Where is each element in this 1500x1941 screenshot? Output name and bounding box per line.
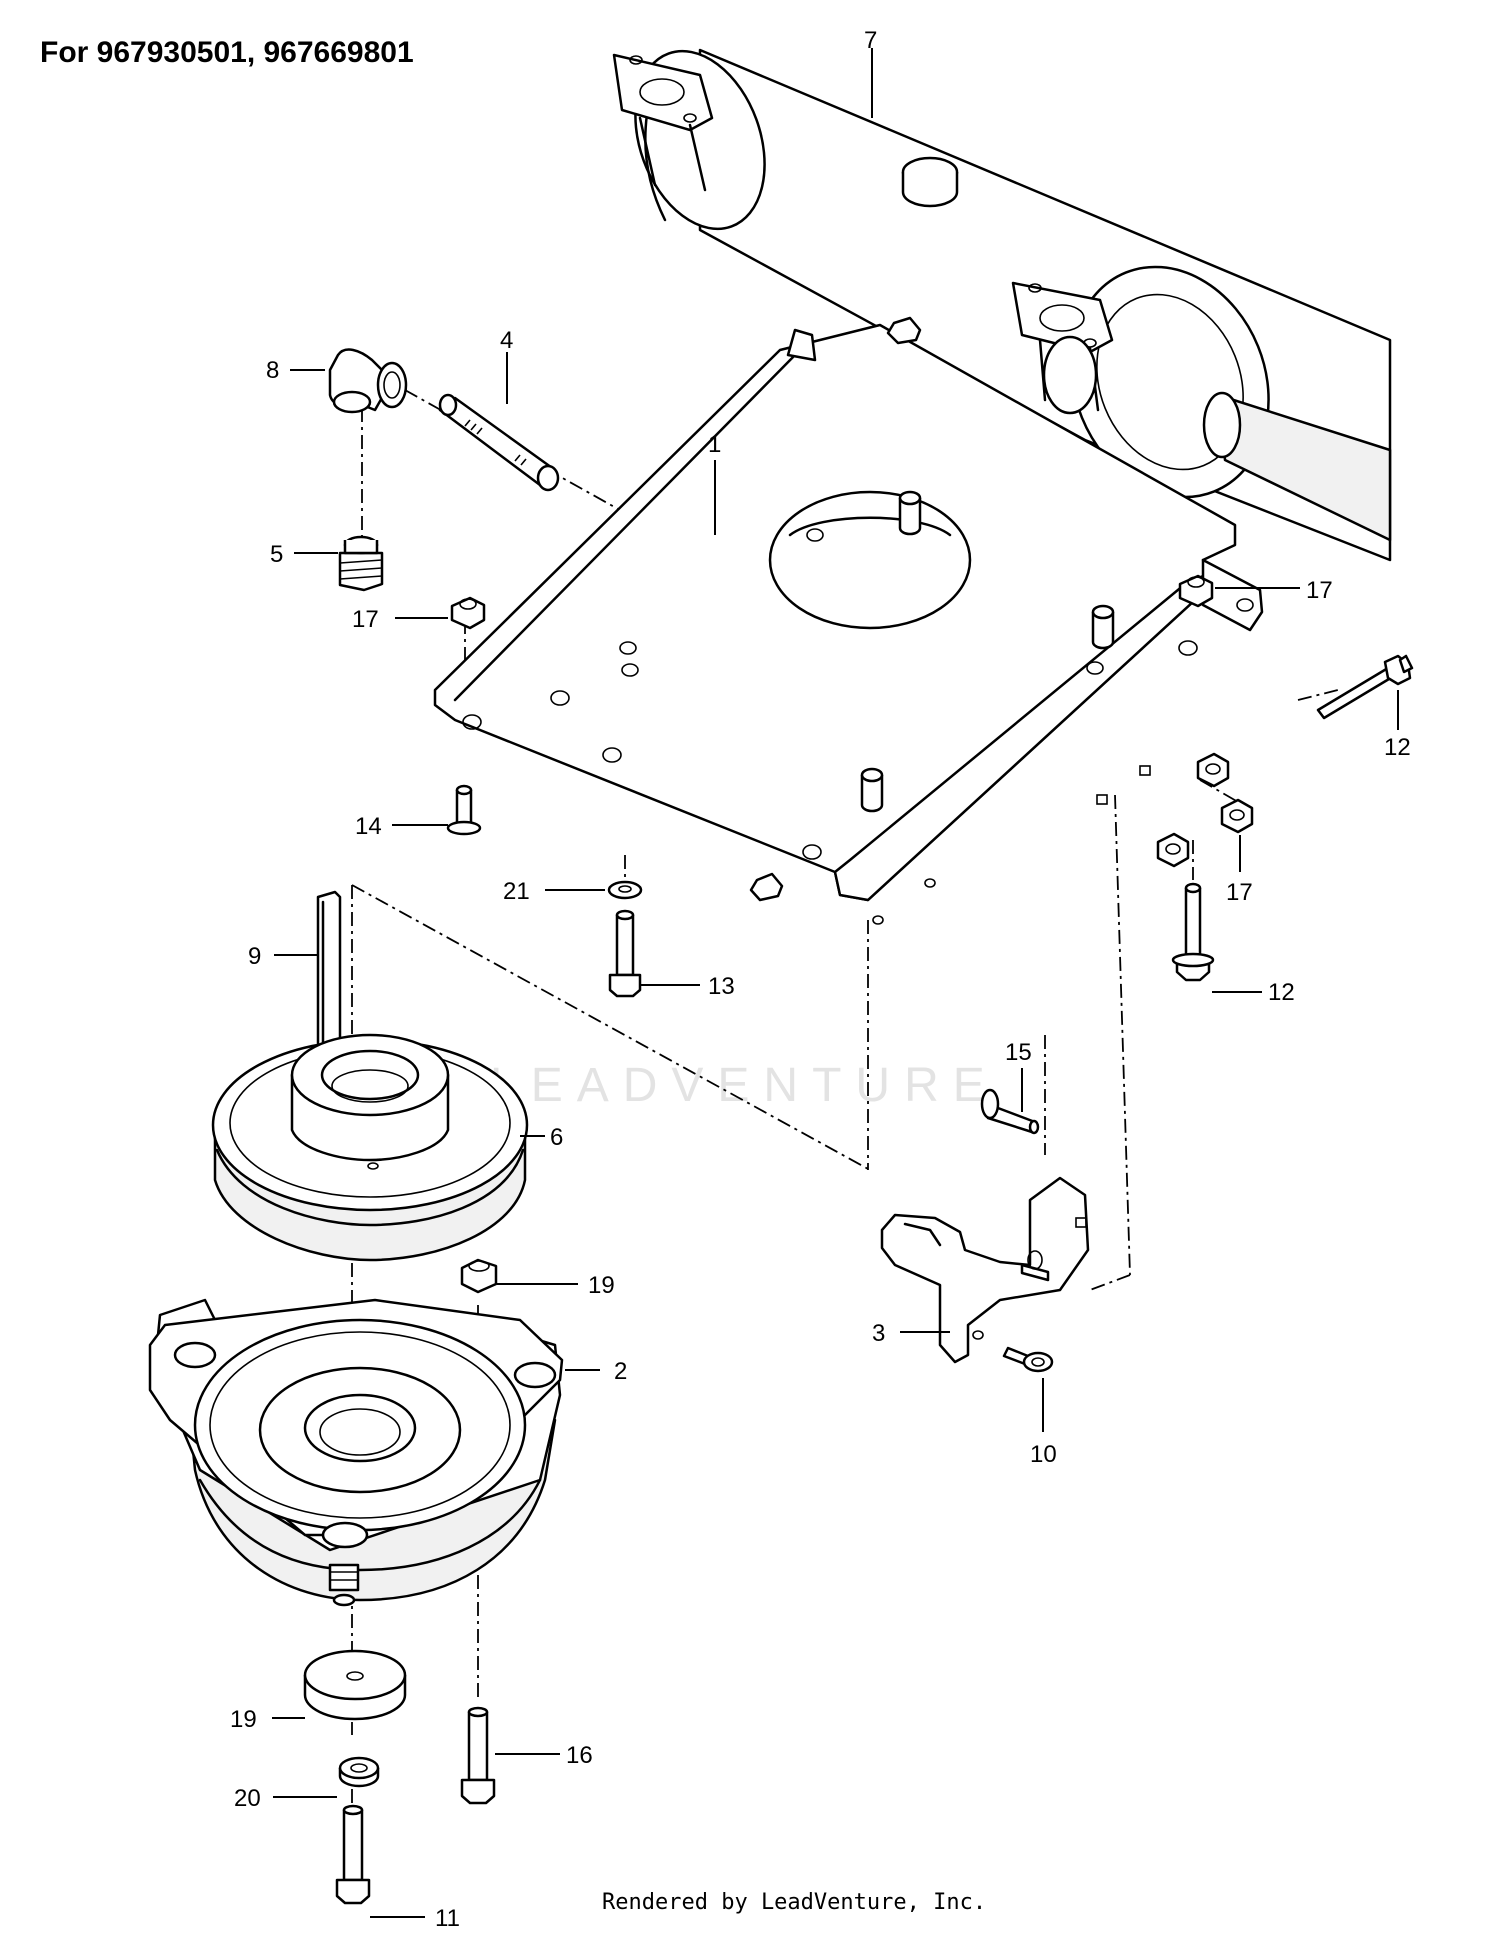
callout-14: 16 [566,1742,593,1769]
mounting-plate [433,316,1264,925]
footer-credit: Rendered by LeadVenture, Inc. [602,1890,987,1915]
callout-17a: 17 [352,606,379,633]
pipe-plug [338,535,384,592]
callout-7: 7 [864,27,877,54]
callout-4: 4 [500,327,513,354]
bolt-14 [460,1706,496,1805]
elbow-fitting [328,348,408,414]
callout-20: 20 [234,1785,261,1812]
callout-12b: 12 [1268,979,1295,1006]
nut-17d [1220,798,1254,834]
page-title: For 967930501, 967669801 [40,36,414,69]
key-9 [316,890,342,1057]
bolt-12-vertical [1171,882,1215,982]
washer-20 [338,1756,380,1788]
callout-9: 9 [248,943,261,970]
bolt-13 [608,909,642,998]
callout-3: 3 [872,1320,885,1347]
screw-10 [1002,1346,1054,1373]
callout-8: 8 [266,357,279,384]
bracket [880,1176,1090,1364]
callout-labels: 7 4 1 8 5 17 17 12 17 12 14 21 13 9 6 19… [230,27,1411,1932]
callout-11: 11 [435,1905,460,1932]
callout-13: 13 [708,973,735,1000]
pipe-nipple [438,393,560,492]
callout-16: 15 [1005,1039,1032,1066]
callout-10: 10 [1030,1441,1057,1468]
washer-19 [303,1649,407,1721]
callout-5: 5 [270,541,283,568]
callout-1: 1 [708,431,721,458]
nut-17e [1156,832,1190,868]
callout-6: 6 [550,1124,563,1151]
callout-17b: 17 [1306,577,1333,604]
bolt-15 [446,784,482,836]
watermark-text: LEADVENTURE [490,1059,999,1112]
leader-lines [272,48,1399,1918]
callout-2: 2 [614,1358,627,1385]
bolt-11 [335,1804,371,1905]
bolt-16 [980,1088,1040,1135]
washer-21 [607,880,643,900]
pulley [211,1033,529,1262]
nut-18 [460,1258,498,1294]
nut-17a [450,596,486,630]
bolt-12-horizontal [1316,654,1414,720]
callout-12a: 12 [1384,734,1411,761]
callout-21: 21 [503,878,530,905]
callout-19: 19 [230,1706,257,1733]
electric-clutch [148,1298,564,1607]
callout-17c: 17 [1226,879,1253,906]
callout-15: 14 [355,813,382,840]
callout-18: 19 [588,1272,615,1299]
muffler [612,48,1392,562]
nut-17b [1178,574,1214,608]
nut-17c [1196,752,1230,788]
